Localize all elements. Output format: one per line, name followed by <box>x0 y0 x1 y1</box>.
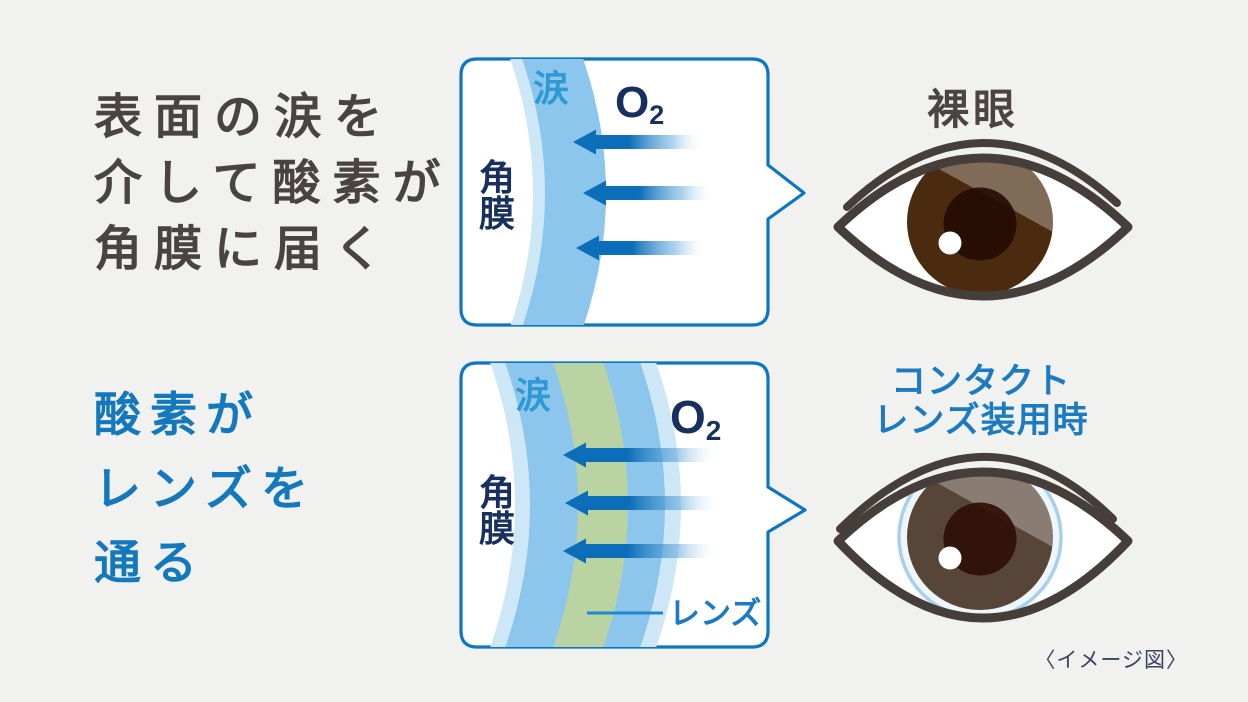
heading-naked-eye: 表面の涙を 介して酸素が 角膜に届く <box>94 91 453 276</box>
oxygen-arrow-icon <box>565 490 721 516</box>
tear-label: 涙 <box>533 68 569 109</box>
oxygen-arrow-icon <box>563 442 719 468</box>
oxygen-arrow-icon <box>563 538 719 564</box>
oxygen-label: O2 <box>670 391 721 446</box>
lens-label: レンズ <box>669 596 761 631</box>
diagram-contact-lens: 涙 角 膜 O2 レンズ <box>459 361 807 649</box>
eyelid-crease <box>843 139 1121 211</box>
oxygen-arrows <box>563 442 721 564</box>
diagram-naked-eye: 涙 角 膜 O2 <box>459 57 806 327</box>
cornea-label-char1: 角 <box>479 157 515 198</box>
oxygen-arrows <box>573 129 714 261</box>
cornea-label-char1: 角 <box>479 472 515 513</box>
pupil <box>943 502 1017 576</box>
naked-eye-illustration <box>833 139 1133 301</box>
eye-outline <box>833 467 1133 623</box>
oxygen-label: O2 <box>615 78 664 130</box>
eye-contact-title: コンタクト レンズ装用時 <box>873 362 1089 440</box>
eye-highlight-dot <box>938 231 962 255</box>
oxygen-arrow-icon <box>573 129 704 155</box>
cornea-label-char2: 膜 <box>479 193 515 234</box>
eye-highlight-dot <box>938 546 962 570</box>
cornea-label-char2: 膜 <box>479 508 515 549</box>
eyelid-crease <box>836 452 1117 533</box>
tear-label: 涙 <box>515 375 551 416</box>
heading-contact-lens: 酸素が レンズを 通る <box>94 388 318 589</box>
eye-outline <box>833 153 1133 301</box>
eye-naked-title: 裸眼 <box>926 86 1019 133</box>
image-note-caption: 〈イメージ図〉 <box>1034 649 1188 672</box>
pupil <box>943 187 1017 261</box>
tear-layer <box>519 59 606 325</box>
oxygen-arrow-icon <box>576 235 707 261</box>
oxygen-arrow-icon <box>583 180 714 206</box>
contact-lens-eye-illustration <box>833 452 1133 623</box>
